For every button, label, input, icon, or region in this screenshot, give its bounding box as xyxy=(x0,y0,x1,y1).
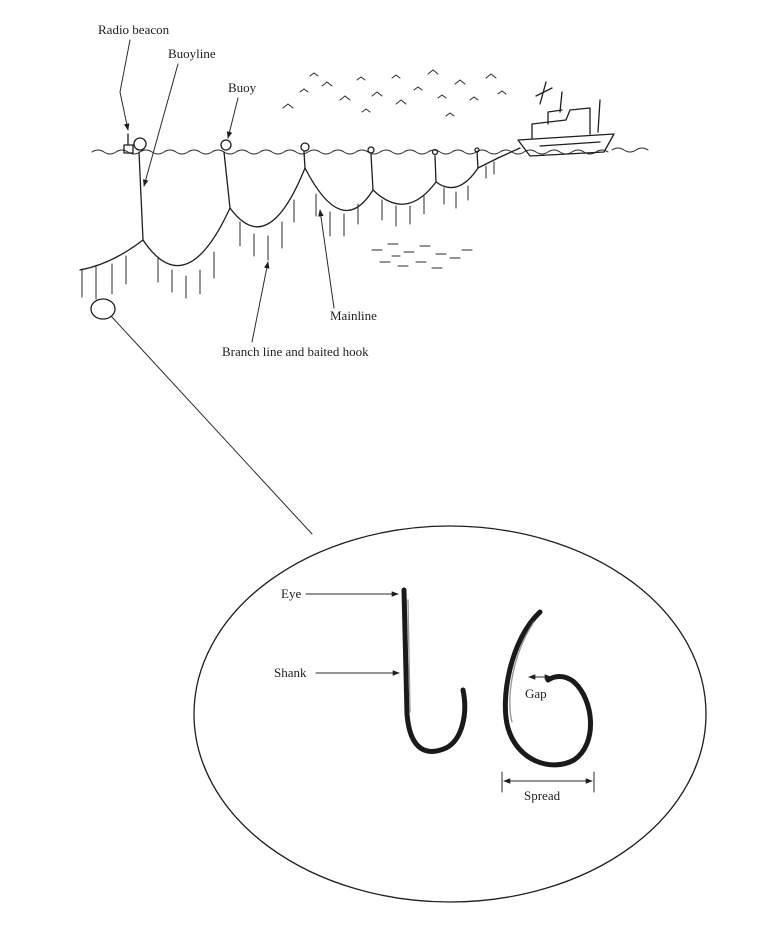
sea-surface xyxy=(91,149,609,155)
eye-label: Eye xyxy=(281,586,301,601)
hook-detail-ellipse xyxy=(193,525,707,903)
radio-beacon-arrow xyxy=(119,39,131,131)
zoom-connector-line xyxy=(110,315,313,535)
shank-label: Shank xyxy=(274,665,307,680)
branch-line-label: Branch line and baited hook xyxy=(222,344,369,359)
buoys xyxy=(133,137,480,156)
buoy-icon xyxy=(367,146,375,154)
buoy-icon xyxy=(431,148,439,156)
branch-lines xyxy=(81,161,495,300)
sea-surface-right xyxy=(611,147,649,153)
buoy-label: Buoy xyxy=(228,80,257,95)
j-hook-icon xyxy=(401,587,468,754)
buoyline-label: Buoyline xyxy=(168,46,216,61)
spread-label: Spread xyxy=(524,788,561,803)
fishing-vessel xyxy=(497,81,615,159)
mainline-arrow xyxy=(318,209,335,309)
fish-school xyxy=(371,243,473,269)
buoy-icon xyxy=(220,139,232,151)
buoyline-arrow xyxy=(142,63,179,187)
radio-beacon-label: Radio beacon xyxy=(98,22,170,37)
mainline-label: Mainline xyxy=(330,308,377,323)
hook-highlight-circle xyxy=(90,298,116,320)
buoy-icon xyxy=(300,142,310,152)
circle-hook-icon xyxy=(502,609,593,768)
buoy-icon xyxy=(133,137,147,151)
buoy-icon xyxy=(474,147,480,153)
buoy-arrow xyxy=(226,97,239,139)
branch-line-arrow xyxy=(251,261,270,343)
gap-label: Gap xyxy=(525,686,547,701)
radio-beacon-icon xyxy=(123,133,134,154)
mainline xyxy=(79,157,499,271)
seabird-flock xyxy=(282,69,507,117)
top-leader-arrows xyxy=(119,39,335,343)
hook-anatomy-arrows xyxy=(305,591,595,793)
buoylines xyxy=(138,151,479,241)
